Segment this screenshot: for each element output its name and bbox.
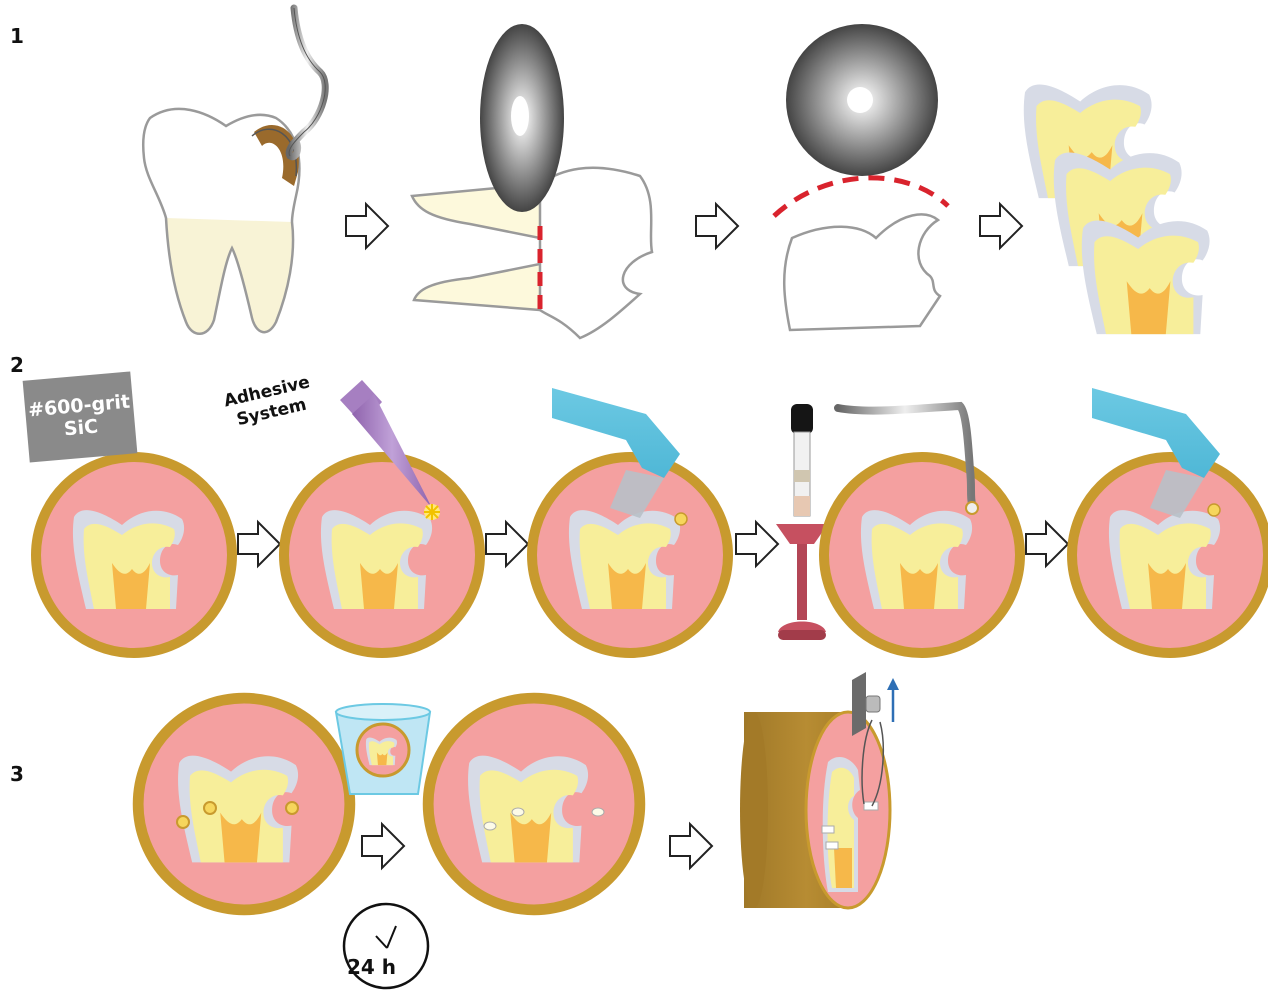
tooth-slabs: [1024, 84, 1210, 334]
arrow-icon: [362, 824, 404, 868]
sectioning-step: [412, 24, 652, 338]
composite-syringe-icon: [776, 404, 828, 640]
sic-paper-label: #600-grit SiC: [23, 371, 138, 462]
arrow-icon: [736, 522, 778, 566]
timer-label: 24 h: [347, 955, 396, 979]
tensile-tester-icon: [852, 672, 899, 736]
mounted-specimen: [284, 457, 480, 653]
slicing-step: [774, 24, 948, 330]
step-number-3: 3: [10, 762, 24, 786]
step-number-2: 2: [10, 353, 24, 377]
arrow-icon: [486, 522, 528, 566]
step-2-row: [36, 380, 1268, 653]
arrow-icon: [980, 204, 1022, 248]
arrow-icon: [696, 204, 738, 248]
mounted-specimen: [36, 457, 232, 653]
arrow-icon: [346, 204, 388, 248]
mounted-specimen: [138, 698, 350, 910]
mounted-specimen: [824, 457, 1020, 653]
microshear-test-setup: [740, 712, 890, 908]
step-3-row: [138, 672, 899, 988]
arrow-icon: [1026, 522, 1068, 566]
arrow-icon: [670, 824, 712, 868]
step-1-row: [143, 8, 1209, 338]
explorer-probe-icon: [289, 8, 325, 157]
step-number-1: 1: [10, 24, 24, 48]
water-cup-icon: [336, 704, 430, 794]
stored-specimen: [428, 698, 640, 910]
molar-tooth: [143, 109, 299, 334]
arrow-icon: [238, 522, 280, 566]
